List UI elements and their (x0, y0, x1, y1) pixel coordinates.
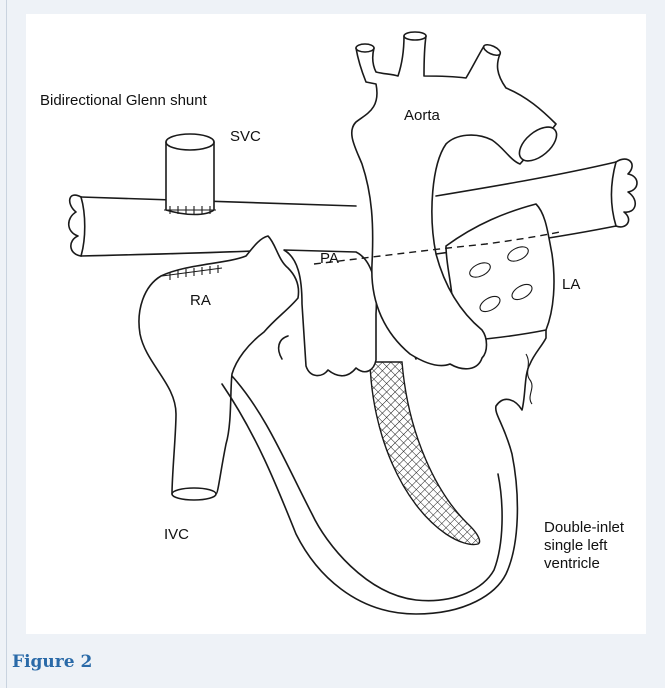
svc-label: SVC (230, 128, 261, 146)
figure-caption: Figure 2 (12, 652, 92, 672)
la-label: LA (562, 276, 580, 294)
svc-vessel (164, 134, 216, 215)
page-left-border (6, 0, 7, 688)
pulmonary-artery-branches (69, 159, 637, 256)
septal-patch (370, 362, 480, 545)
pulmonary-trunk (284, 250, 376, 376)
ventricle-label: Double-inlet single left ventricle (544, 519, 654, 573)
ivc-label: IVC (164, 526, 189, 544)
right-atrium (139, 236, 299, 500)
diagram-title-label: Bidirectional Glenn shunt (40, 92, 207, 110)
aorta-label: Aorta (404, 107, 440, 125)
pa-label: PA (320, 250, 339, 268)
figure-panel: Bidirectional Glenn shunt SVC Aorta PA R… (26, 14, 646, 634)
ra-label: RA (190, 292, 211, 310)
